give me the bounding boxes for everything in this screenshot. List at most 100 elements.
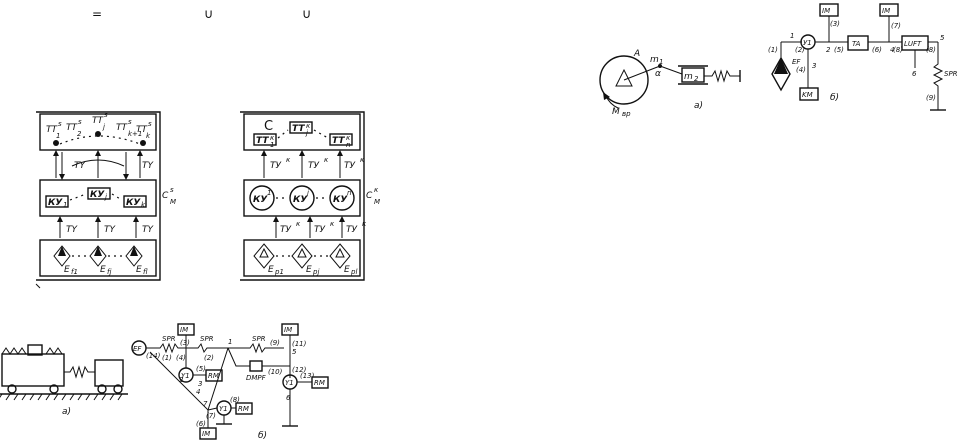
arrow-group	[273, 216, 345, 238]
ty-label: ТУ к	[280, 220, 301, 235]
svg-text:TT: TT	[116, 123, 128, 133]
svg-text:fj: fj	[107, 268, 111, 276]
svg-text:(12): (12)	[292, 366, 307, 374]
svg-text:к: к	[330, 220, 335, 228]
svg-text:(3): (3)	[180, 339, 190, 347]
svg-text:(5): (5)	[196, 365, 206, 373]
top-node: TT s 1	[46, 120, 62, 146]
rm-box	[235, 402, 253, 415]
tt-box: TT к 1	[253, 133, 277, 149]
svg-text:TT: TT	[256, 136, 269, 146]
svg-text:(5): (5)	[834, 46, 844, 54]
svg-text:1: 1	[267, 189, 271, 197]
svg-text:j: j	[102, 123, 105, 131]
svg-text:(11): (11)	[292, 340, 307, 348]
svg-text:j: j	[104, 193, 107, 201]
svg-text:(9): (9)	[270, 339, 280, 347]
svg-text:f1: f1	[71, 268, 78, 276]
ty-label: ТУ к	[270, 156, 291, 171]
source-element: E fl	[125, 245, 148, 276]
svg-text:TT: TT	[46, 125, 58, 135]
union-symbol: ∪	[302, 7, 312, 22]
bottom-level-box	[243, 239, 361, 277]
svg-text:IM: IM	[202, 430, 210, 438]
top-node: TT s k+1	[116, 118, 142, 138]
wagon-body	[1, 353, 65, 387]
svg-text:1: 1	[790, 32, 794, 40]
im-box	[199, 427, 217, 440]
link-lines	[815, 16, 848, 43]
ky-node: КУ n	[329, 185, 355, 211]
svg-text:к: к	[360, 156, 365, 164]
svg-text:s: s	[148, 120, 152, 128]
svg-text:s: s	[170, 186, 174, 194]
coupling-spring	[64, 365, 95, 379]
svg-text:Y1: Y1	[181, 372, 190, 380]
ty-label: ТУ к	[346, 220, 367, 235]
svg-text:m: m	[684, 72, 693, 82]
svg-text:ТУ: ТУ	[308, 161, 319, 171]
svg-text:M: M	[374, 198, 380, 206]
svg-text:E: E	[64, 265, 70, 275]
svg-text:(6): (6)	[872, 46, 882, 54]
svg-text:SPR: SPR	[200, 335, 214, 343]
svg-text:(2): (2)	[204, 354, 214, 362]
svg-text:3: 3	[812, 62, 816, 70]
svg-text:C: C	[366, 191, 373, 201]
svg-text:1: 1	[56, 132, 60, 140]
ground-hatching	[0, 393, 123, 401]
svg-text:k+1: k+1	[128, 130, 142, 138]
svg-text:α: α	[655, 69, 661, 79]
caption-a: а)	[62, 407, 71, 417]
dotted-link	[277, 129, 329, 139]
svg-text:TA: TA	[852, 40, 861, 48]
source-element: E pl	[329, 243, 357, 276]
spring	[704, 69, 740, 83]
svg-text:4: 4	[196, 388, 200, 396]
svg-text:A: A	[633, 49, 640, 59]
svg-text:Y1: Y1	[285, 379, 294, 387]
svg-text:TT: TT	[66, 123, 78, 133]
svg-text:(9): (9)	[926, 94, 936, 102]
svg-text:s: s	[58, 120, 62, 128]
stray-mark	[35, 283, 41, 289]
svg-text:n: n	[346, 141, 350, 149]
network-diagram-b: EF (14) SPR SPR (1) (2) IM (3) 1 SPR (9)…	[131, 323, 329, 441]
svg-text:j: j	[306, 189, 309, 197]
svg-text:(4): (4)	[176, 354, 186, 362]
svg-text:7: 7	[203, 400, 208, 408]
ty-label: ТУ к	[308, 156, 329, 171]
wagon-body	[94, 359, 124, 387]
spring	[932, 42, 944, 110]
svg-text:EF: EF	[792, 58, 801, 66]
source-element: E p1	[253, 243, 284, 276]
caption-b: б)	[258, 431, 267, 441]
svg-text:1: 1	[270, 141, 274, 149]
svg-text:DMPF: DMPF	[246, 374, 267, 382]
rm-box	[205, 369, 223, 382]
equals-sign: =	[92, 7, 102, 21]
svg-text:к: к	[270, 134, 275, 142]
svg-text:SPR: SPR	[944, 70, 958, 78]
svg-text:(10): (10)	[268, 368, 283, 376]
svg-text:6: 6	[912, 70, 917, 78]
svg-text:k: k	[141, 201, 146, 209]
svg-text:(2): (2)	[795, 46, 805, 54]
svg-text:(7): (7)	[206, 412, 216, 420]
ty-label: TY	[66, 225, 78, 235]
svg-text:p1: p1	[274, 268, 284, 276]
svg-text:вр: вр	[622, 110, 631, 118]
svg-text:к: к	[374, 186, 379, 194]
svg-text:к: к	[306, 122, 311, 130]
svg-text:к: к	[362, 220, 367, 228]
outer-frame	[36, 111, 161, 281]
tt-box: TT к n	[329, 133, 353, 149]
svg-text:C: C	[162, 191, 169, 201]
spring-segment	[228, 342, 284, 354]
svg-text:RM: RM	[238, 405, 249, 413]
svg-text:n: n	[347, 189, 351, 197]
network-diagram-right-b: EF (1) 1 У1 (2) IM (3) 3 (4) KM 2 (5) TA…	[768, 3, 958, 111]
damper-line	[227, 347, 290, 367]
svg-text:TT: TT	[92, 116, 104, 126]
